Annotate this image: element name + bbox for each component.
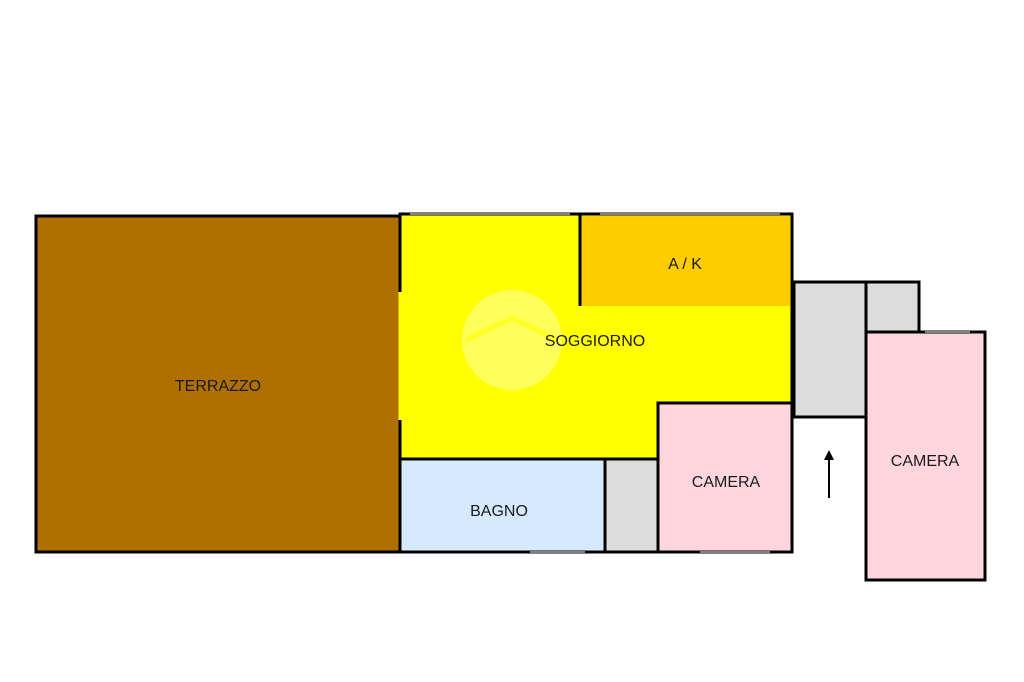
room-corridor-top <box>864 280 921 334</box>
label-camera-1: CAMERA <box>692 474 761 491</box>
room-ak <box>580 216 790 306</box>
house-logo-icon <box>462 290 562 390</box>
room-camera-2 <box>864 330 987 582</box>
room-corridor <box>792 280 868 419</box>
room-bagno <box>398 457 607 554</box>
label-ak: A / K <box>668 256 702 273</box>
label-terrazzo: TERRAZZO <box>175 378 261 395</box>
room-closet <box>603 457 660 554</box>
label-soggiorno: SOGGIORNO <box>545 333 645 350</box>
label-bagno: BAGNO <box>470 503 528 520</box>
label-camera-2: CAMERA <box>891 453 960 470</box>
up-arrow-icon <box>824 450 834 498</box>
room-terrazzo <box>34 214 402 554</box>
